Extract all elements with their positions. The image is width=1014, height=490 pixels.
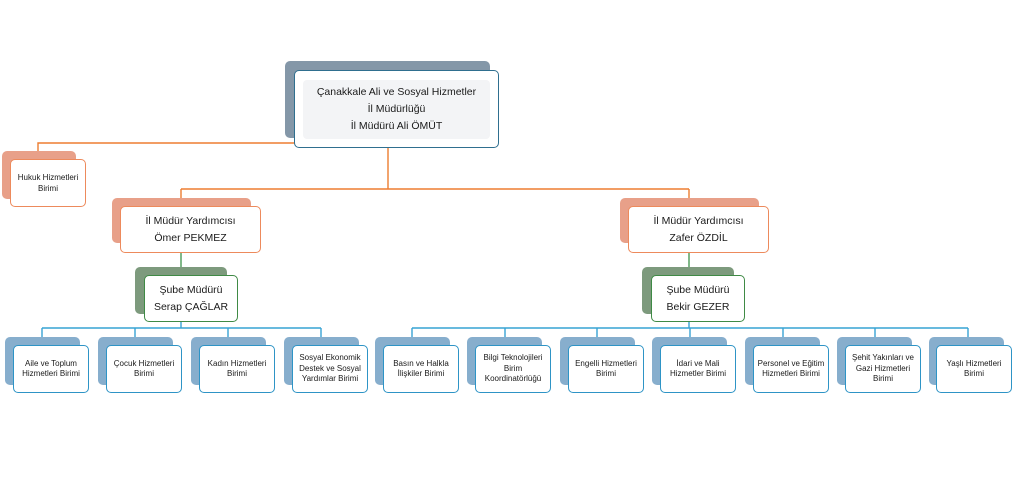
deputy-right-name: Zafer ÖZDİL xyxy=(669,231,728,244)
unit-left-4-line-3: Yardımlar Birimi xyxy=(301,374,359,384)
root-node: Çanakkale Ali ve Sosyal Hizmetler İl Müd… xyxy=(294,70,499,148)
unit-right-6: Şehit Yakınları ve Gazi Hizmetleri Birim… xyxy=(845,345,921,393)
unit-left-2-line-2: Birimi xyxy=(134,369,154,378)
unit-right-5-line-1: Personel ve Eğitim xyxy=(757,358,825,368)
unit-left-1-line-1: Aile ve Toplum xyxy=(25,358,77,368)
unit-right-4: İdari ve Mali Hizmetler Birimi xyxy=(660,345,736,393)
deputy-left-node: İl Müdür Yardımcısı Ömer PEKMEZ xyxy=(120,206,261,253)
unit-left-1: Aile ve Toplum Hizmetleri Birimi xyxy=(13,345,89,393)
unit-left-2-line-1: Çocuk Hizmetleri xyxy=(113,358,175,368)
unit-left-3: Kadın Hizmetleri Birimi xyxy=(199,345,275,393)
unit-right-5-line-2: Hizmetleri Birimi xyxy=(762,369,820,378)
hukuk-line-1: Hukuk Hizmetleri xyxy=(17,173,79,182)
unit-right-7-line-2: Birimi xyxy=(964,369,984,378)
deputy-right-node: İl Müdür Yardımcısı Zafer ÖZDİL xyxy=(628,206,769,253)
unit-right-4-line-2: Hizmetler Birimi xyxy=(670,369,726,378)
unit-left-1-line-2: Hizmetleri Birimi xyxy=(22,369,80,378)
unit-left-2: Çocuk Hizmetleri Birimi xyxy=(106,345,182,393)
branch-left-name: Serap ÇAĞLAR xyxy=(153,300,229,313)
connector-root-hukuk xyxy=(37,142,298,152)
unit-right-6-line-2: Gazi Hizmetleri xyxy=(855,363,911,373)
unit-left-3-line-1: Kadın Hizmetleri xyxy=(207,358,267,368)
unit-right-1: Basın ve Halkla İlişkiler Birimi xyxy=(383,345,459,393)
unit-right-1-line-1: Basın ve Halkla xyxy=(393,358,449,368)
unit-right-2-line-3: Koordinatörlüğü xyxy=(484,374,542,384)
unit-right-2-line-2: Birim xyxy=(503,363,523,373)
hukuk-line-2: Birimi xyxy=(38,184,58,193)
unit-right-6-line-3: Birimi xyxy=(873,374,893,384)
root-org-name: Çanakkale Ali ve Sosyal Hizmetler xyxy=(316,85,477,98)
hukuk-node: Hukuk Hizmetleri Birimi xyxy=(10,159,86,207)
unit-right-5: Personel ve Eğitim Hizmetleri Birimi xyxy=(753,345,829,393)
branch-right-node: Şube Müdürü Bekir GEZER xyxy=(651,275,745,322)
unit-right-3-line-2: Birimi xyxy=(596,369,616,378)
root-director: İl Müdürü Ali ÖMÜT xyxy=(350,119,443,132)
branch-right-title: Şube Müdürü xyxy=(666,283,730,296)
unit-right-1-line-2: İlişkiler Birimi xyxy=(397,369,445,378)
branch-right-name: Bekir GEZER xyxy=(666,300,730,313)
root-node-content: Çanakkale Ali ve Sosyal Hizmetler İl Müd… xyxy=(302,79,491,139)
root-org-unit: İl Müdürlüğü xyxy=(367,102,426,115)
unit-right-3-line-1: Engelli Hizmetleri xyxy=(575,358,637,368)
deputy-left-name: Ömer PEKMEZ xyxy=(154,231,227,244)
unit-left-4-line-2: Destek ve Sosyal xyxy=(299,363,361,373)
branch-left-title: Şube Müdürü xyxy=(159,283,223,296)
deputy-right-title: İl Müdür Yardımcısı xyxy=(653,214,744,227)
unit-right-2: Bilgi Teknolojileri Birim Koordinatörlüğ… xyxy=(475,345,551,393)
unit-left-4-line-1: Sosyal Ekonomik xyxy=(299,353,361,363)
unit-right-7: Yaşlı Hizmetleri Birimi xyxy=(936,345,1012,393)
unit-right-4-line-1: İdari ve Mali xyxy=(676,358,720,368)
unit-left-3-line-2: Birimi xyxy=(227,369,247,378)
deputy-left-title: İl Müdür Yardımcısı xyxy=(145,214,236,227)
unit-right-3: Engelli Hizmetleri Birimi xyxy=(568,345,644,393)
branch-left-node: Şube Müdürü Serap ÇAĞLAR xyxy=(144,275,238,322)
unit-right-6-line-1: Şehit Yakınları ve xyxy=(852,353,914,363)
unit-right-2-line-1: Bilgi Teknolojileri xyxy=(483,353,543,363)
unit-right-7-line-1: Yaşlı Hizmetleri xyxy=(946,358,1002,368)
unit-left-4: Sosyal Ekonomik Destek ve Sosyal Yardıml… xyxy=(292,345,368,393)
